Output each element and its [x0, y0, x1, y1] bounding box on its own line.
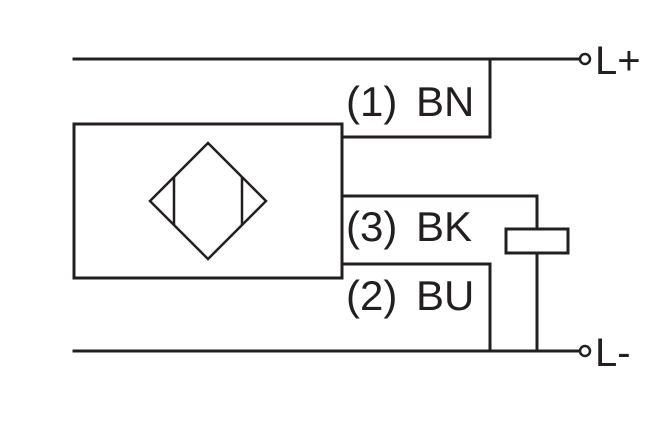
negative-terminal-label: L- [595, 331, 631, 375]
proximity-sensor-icon [148, 141, 268, 261]
wire-label-bk: (3) BK [346, 203, 472, 250]
wire-color-bn: BN [416, 78, 474, 125]
wire-number-1: (1) [346, 78, 397, 125]
wire-bu [340, 262, 492, 353]
wire-label-bn: (1) BN [346, 78, 474, 125]
sensor-body [72, 122, 344, 280]
wire-bk [340, 194, 539, 231]
wire-color-bk: BK [416, 203, 472, 250]
load-resistor [504, 227, 570, 255]
negative-terminal [578, 344, 592, 358]
wire-label-bu: (2) BU [346, 272, 474, 319]
wire-number-3: (3) [346, 203, 397, 250]
positive-terminal-label: L+ [595, 39, 641, 83]
wire-bn [340, 57, 492, 139]
wire-color-bu: BU [416, 272, 474, 319]
wire-number-2: (2) [346, 272, 397, 319]
positive-terminal [578, 52, 592, 66]
